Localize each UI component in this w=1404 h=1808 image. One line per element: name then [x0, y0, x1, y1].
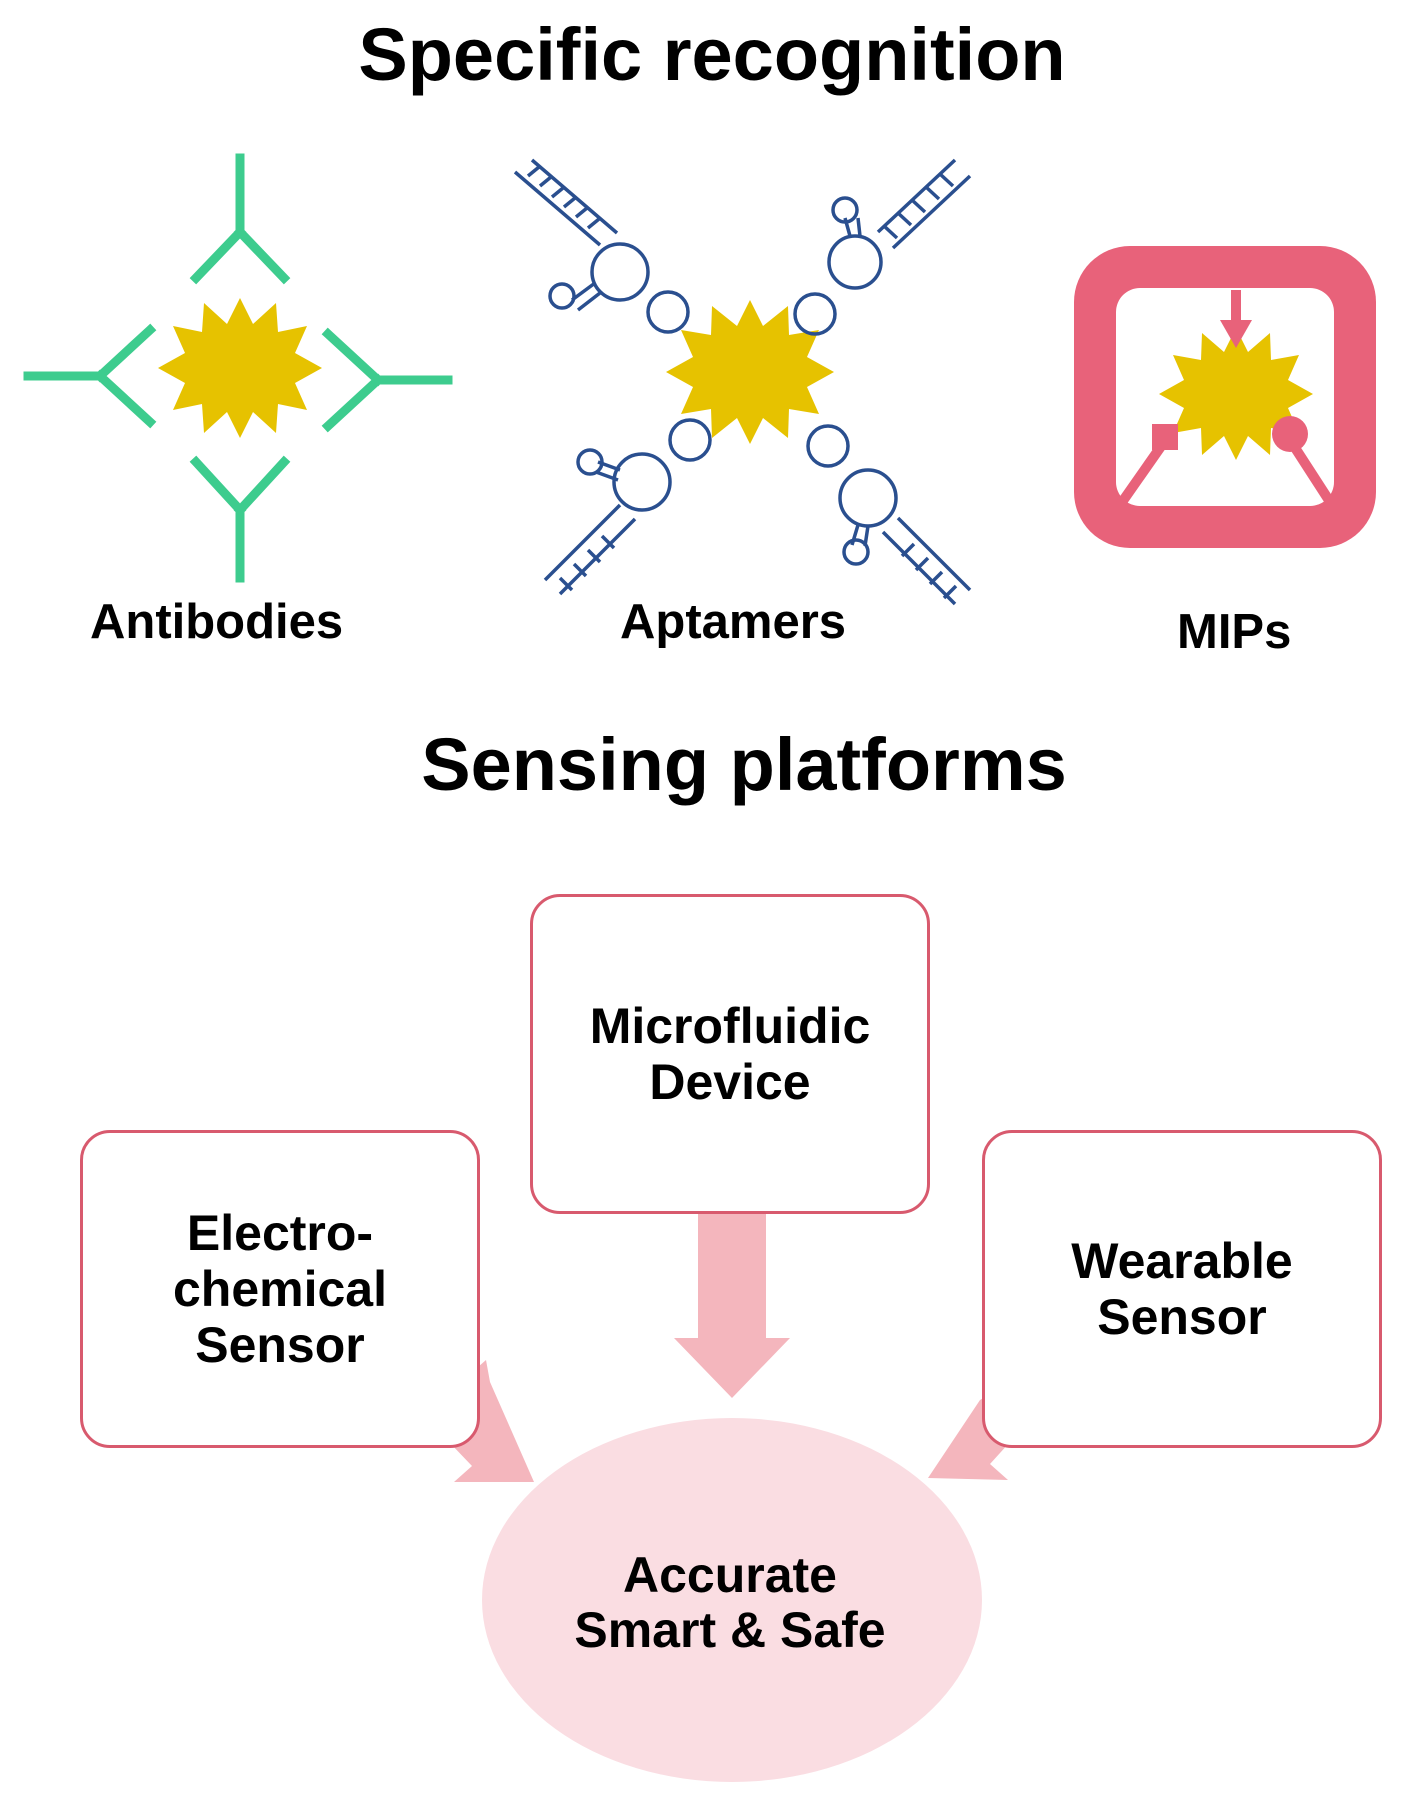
electrochemical-sensor-box: Electro- chemical Sensor — [80, 1130, 480, 1448]
antibody-target-star — [158, 298, 322, 438]
antibody-left — [23, 323, 157, 429]
aptamer-top-left — [513, 158, 690, 334]
box-line: Microfluidic — [589, 998, 871, 1054]
aptamer-top-right — [793, 158, 972, 336]
aptamer-target-star — [666, 300, 834, 444]
box-line: Sensor — [195, 1317, 365, 1373]
box-line: Sensor — [1097, 1289, 1267, 1345]
recognition-title: Specific recognition — [358, 13, 1066, 96]
wearable-sensor-box: Wearable Sensor — [982, 1130, 1382, 1448]
antibody-bottom — [189, 455, 291, 583]
box-line: Device — [649, 1054, 811, 1110]
outcome-ellipse — [482, 1418, 982, 1782]
antibody-group — [23, 153, 453, 583]
platforms-title: Sensing platforms — [421, 723, 1067, 806]
antibody-top — [189, 153, 291, 285]
aptamer-bottom-left — [543, 418, 712, 596]
box-line: Wearable — [1071, 1233, 1293, 1289]
arrow-down — [674, 1210, 790, 1398]
outcome-line: Accurate — [623, 1547, 837, 1603]
box-line: chemical — [172, 1261, 387, 1317]
outcome-line: Smart & Safe — [574, 1602, 886, 1658]
antibodies-label: Antibodies — [90, 595, 344, 649]
mip-group — [1074, 246, 1376, 548]
aptamer-group — [513, 158, 972, 606]
microfluidic-device-box: Microfluidic Device — [530, 894, 930, 1214]
mips-label: MIPs — [1177, 605, 1292, 659]
aptamers-label: Aptamers — [620, 595, 847, 649]
box-line: Electro- — [186, 1205, 374, 1261]
outcome-text: Accurate Smart & Safe — [470, 1548, 990, 1658]
antibody-right — [321, 327, 453, 433]
aptamer-bottom-right — [806, 424, 972, 606]
